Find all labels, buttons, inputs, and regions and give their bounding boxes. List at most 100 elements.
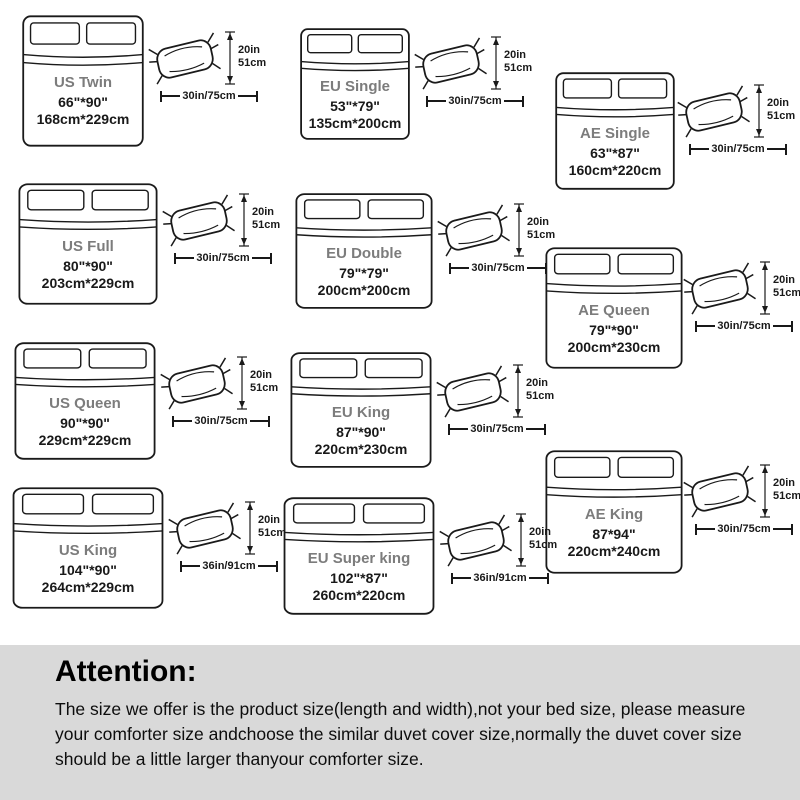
pillow-height-dimension: 20in 51cm xyxy=(515,513,557,567)
pillow-height-dimension: 20in 51cm xyxy=(759,464,800,518)
pillow-height-in-label: 20in xyxy=(504,49,527,61)
pillow-size-group: 20in 51cm 30in/75cm xyxy=(683,464,800,535)
pillow-height-dimension: 20in 51cm xyxy=(238,193,280,247)
pillow-width-label: 30in/75cm xyxy=(717,523,771,535)
pillow-height-in-label: 20in xyxy=(529,526,552,538)
vertical-arrow-icon xyxy=(224,31,236,85)
pillow-icon xyxy=(162,193,236,248)
bed-size-cm: 220cm*230cm xyxy=(314,440,408,457)
pillow-width-label: 30in/75cm xyxy=(194,415,248,427)
pillow-height-cm-label: 51cm xyxy=(527,229,556,242)
bed-size-name: EU King xyxy=(331,404,391,422)
bed-size-info: EU Single 53"*79" 135cm*200cm xyxy=(288,78,422,132)
bed-cell-us-king: US King 104"*90" 264cm*229cm 20in 51cm 3… xyxy=(12,487,286,609)
bed-size-cm: 220cm*240cm xyxy=(567,542,661,559)
pillow-width-label: 36in/91cm xyxy=(202,560,256,572)
vertical-arrow-icon xyxy=(490,36,502,90)
bed-size-info: EU King 87"*90" 220cm*230cm xyxy=(278,404,444,458)
vertical-arrow-icon xyxy=(512,364,524,418)
pillow-width-dimension: 30in/75cm xyxy=(695,523,794,535)
pillow-height-in-label: 20in xyxy=(773,274,796,286)
attention-body: The size we offer is the product size(le… xyxy=(55,699,746,769)
bed-size-name: EU Double xyxy=(326,245,402,263)
bed-size-cm: 200cm*200cm xyxy=(317,281,411,298)
bed-size-cm: 229cm*229cm xyxy=(38,431,132,448)
bed-size-cm: 203cm*229cm xyxy=(41,274,135,291)
bed-size-cm: 260cm*220cm xyxy=(312,586,406,603)
bed-size-inches: 79"*90" xyxy=(589,321,639,338)
pillow-height-cm-label: 51cm xyxy=(252,219,281,232)
pillow-height-dimension: 20in 51cm xyxy=(236,356,278,410)
bed-size-cm: 200cm*230cm xyxy=(567,338,661,355)
bed-size-info: US Full 80"*90" 203cm*229cm xyxy=(6,238,170,292)
bed-size-inches: 66"*90" xyxy=(58,94,108,111)
pillow-icon xyxy=(168,501,242,556)
pillow-height-in-label: 20in xyxy=(250,369,273,381)
pillow-icon xyxy=(677,84,751,139)
pillow-width-dimension: 30in/75cm xyxy=(449,262,548,274)
attention-section: Attention: The size we offer is the prod… xyxy=(0,645,800,800)
vertical-arrow-icon xyxy=(759,464,771,518)
pillow-width-label: 30in/75cm xyxy=(448,95,502,107)
bed-cell-us-twin: US Twin 66"*90" 168cm*229cm 20in 51cm 30… xyxy=(22,15,266,147)
pillow-width-dimension: 36in/91cm xyxy=(180,560,279,572)
bed-size-info: US Twin 66"*90" 168cm*229cm xyxy=(10,74,156,128)
pillow-size-group: 20in 51cm 30in/75cm xyxy=(683,261,800,332)
pillow-size-group: 20in 51cm 30in/75cm xyxy=(437,203,555,274)
pillow-height-cm-label: 51cm xyxy=(526,390,555,403)
bed-size-inches: 90"*90" xyxy=(60,415,110,432)
bed-cell-ae-single: AE Single 63"*87" 160cm*220cm 20in 51cm … xyxy=(555,72,795,190)
pillow-size-group: 20in 51cm 36in/91cm xyxy=(439,513,557,584)
pillow-height-in-label: 20in xyxy=(252,206,275,218)
bed-size-info: US Queen 90"*90" 229cm*229cm xyxy=(2,395,168,449)
pillow-size-group: 20in 51cm 30in/75cm xyxy=(160,356,278,427)
bed-size-inches: 63"*87" xyxy=(590,145,640,162)
bed-cell-ae-queen: AE Queen 79"*90" 200cm*230cm 20in 51cm 3… xyxy=(545,247,800,369)
pillow-icon xyxy=(683,261,757,316)
pillow-width-label: 30in/75cm xyxy=(471,262,525,274)
pillow-height-in-label: 20in xyxy=(526,377,549,389)
bed-size-name: AE Queen xyxy=(578,301,650,319)
pillow-height-dimension: 20in 51cm xyxy=(490,36,532,90)
pillow-height-cm-label: 51cm xyxy=(529,539,558,552)
pillow-size-group: 20in 51cm 30in/75cm xyxy=(148,31,266,102)
pillow-icon xyxy=(439,513,513,568)
pillow-width-dimension: 30in/75cm xyxy=(172,415,271,427)
pillow-width-label: 30in/75cm xyxy=(196,252,250,264)
bed-size-inches: 102"*87" xyxy=(330,570,388,587)
pillow-width-label: 30in/75cm xyxy=(182,90,236,102)
pillow-height-cm-label: 51cm xyxy=(767,110,796,123)
bed-size-name: AE King xyxy=(584,505,644,523)
pillow-height-cm-label: 51cm xyxy=(773,490,800,503)
pillow-height-in-label: 20in xyxy=(773,477,796,489)
bed-size-name: US Twin xyxy=(53,74,113,92)
pillow-icon xyxy=(437,203,511,258)
vertical-arrow-icon xyxy=(513,203,525,257)
pillow-height-cm-label: 51cm xyxy=(504,62,533,75)
pillow-height-cm-label: 51cm xyxy=(773,287,800,300)
pillow-size-group: 20in 51cm 30in/75cm xyxy=(677,84,795,155)
bed-size-name: AE Single xyxy=(579,125,650,143)
pillow-size-group: 20in 51cm 30in/75cm xyxy=(436,364,554,435)
bed-cell-ae-king: AE King 87*94" 220cm*240cm 20in 51cm 30i… xyxy=(545,450,800,574)
vertical-arrow-icon xyxy=(244,501,256,555)
pillow-width-label: 30in/75cm xyxy=(470,423,524,435)
pillow-icon xyxy=(148,31,222,86)
bed-size-inches: 104"*90" xyxy=(59,561,117,578)
pillow-size-group: 20in 51cm 36in/91cm xyxy=(168,501,286,572)
pillow-height-dimension: 20in 51cm xyxy=(224,31,266,85)
bed-size-info: AE Queen 79"*90" 200cm*230cm xyxy=(533,302,695,356)
pillow-height-in-label: 20in xyxy=(527,216,550,228)
pillow-height-dimension: 20in 51cm xyxy=(512,364,554,418)
pillow-width-dimension: 30in/75cm xyxy=(448,423,547,435)
bed-size-name: US King xyxy=(58,541,118,559)
bed-size-info: US King 104"*90" 264cm*229cm xyxy=(0,542,176,596)
pillow-width-dimension: 30in/75cm xyxy=(695,320,794,332)
bed-cell-us-full: US Full 80"*90" 203cm*229cm 20in 51cm 30… xyxy=(18,183,280,305)
pillow-width-dimension: 30in/75cm xyxy=(426,95,525,107)
bed-size-info: AE King 87*94" 220cm*240cm xyxy=(533,506,695,560)
bed-size-name: EU Single xyxy=(319,78,390,96)
pillow-height-cm-label: 51cm xyxy=(258,527,287,540)
bed-cell-eu-super-king: EU Super king 102"*87" 260cm*220cm 20in … xyxy=(283,497,557,615)
